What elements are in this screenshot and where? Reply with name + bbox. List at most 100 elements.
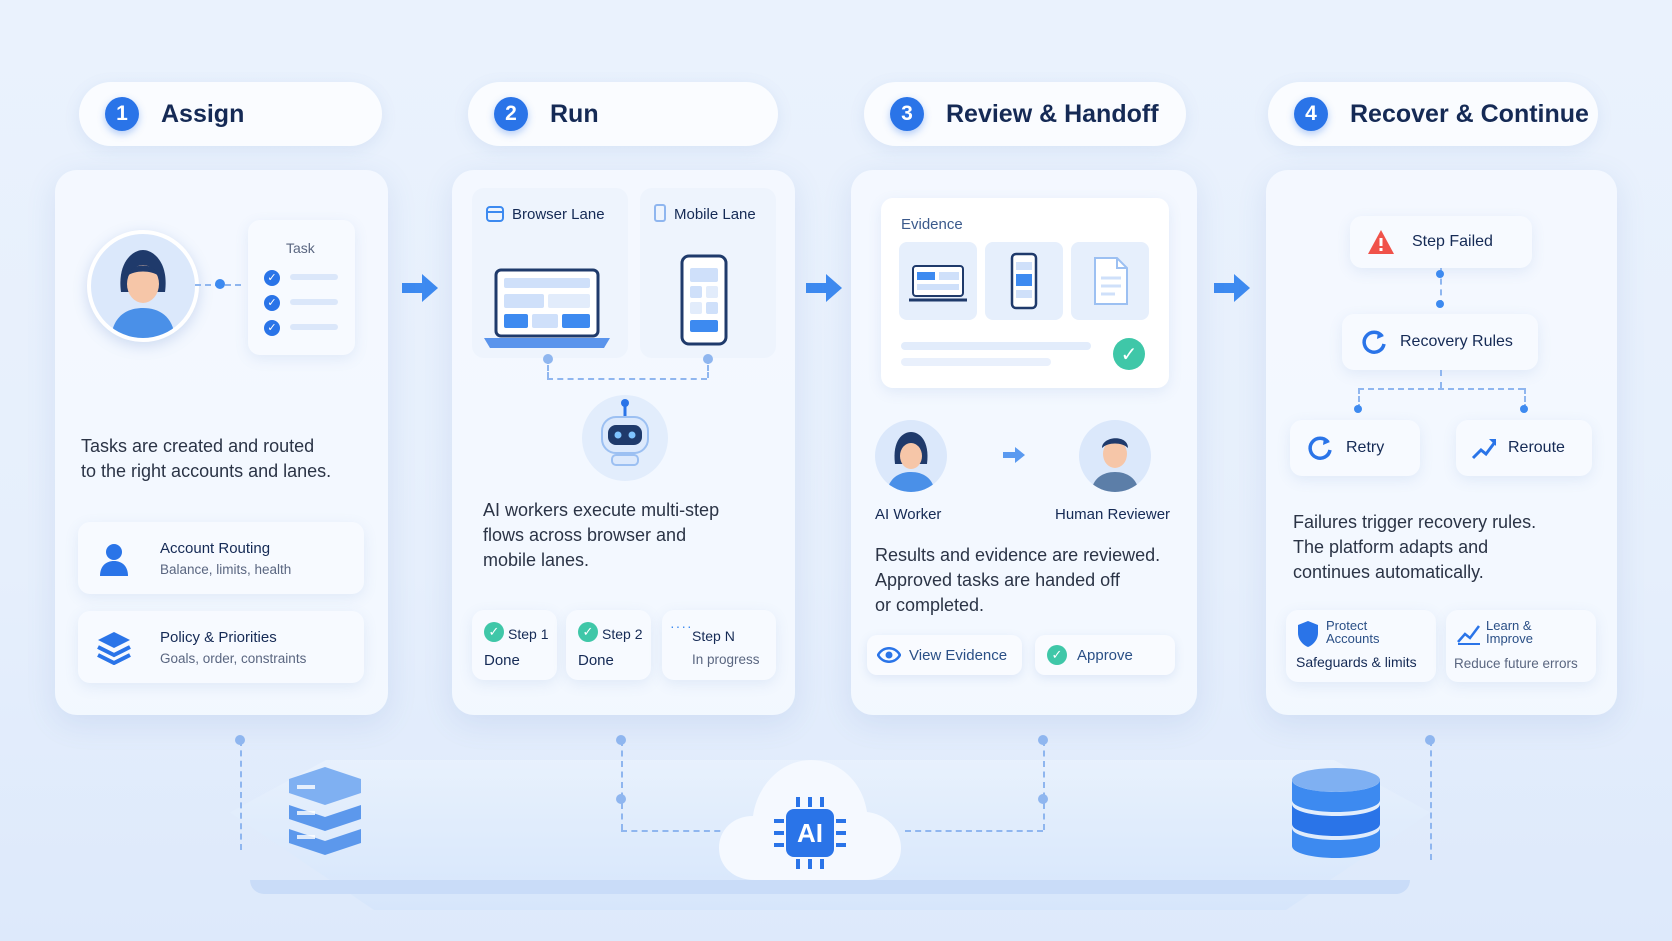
ai-worker-robot bbox=[582, 395, 668, 481]
laptop-icon bbox=[484, 268, 610, 348]
step-failed-card: Step Failed bbox=[1350, 216, 1532, 268]
evidence-title: Evidence bbox=[901, 216, 963, 233]
recovery-rules-label: Recovery Rules bbox=[1400, 333, 1513, 350]
mobile-connector-dot bbox=[703, 354, 713, 364]
learn-sub: Reduce future errors bbox=[1454, 656, 1578, 671]
retry-icon bbox=[1308, 436, 1332, 460]
panel3-mid-dot bbox=[1038, 794, 1048, 804]
reroute-icon bbox=[1471, 439, 1497, 460]
panel2-to-cloud-line bbox=[621, 830, 741, 832]
ai-worker-avatar bbox=[875, 420, 947, 492]
panel2-drop-line bbox=[621, 740, 623, 830]
approve-button[interactable]: ✓ Approve bbox=[1035, 635, 1175, 675]
browser-connector-dot bbox=[543, 354, 553, 364]
phone-small-icon bbox=[654, 204, 666, 222]
flow-arrow-1 bbox=[402, 274, 438, 302]
mobile-evidence-icon bbox=[1010, 252, 1038, 310]
step-failed-label: Step Failed bbox=[1412, 233, 1493, 250]
step-1-name: Step 1 bbox=[508, 626, 549, 642]
policy-sub: Goals, order, constraints bbox=[160, 651, 307, 666]
evidence-approved-check-icon: ✓ bbox=[1113, 338, 1145, 370]
retry-branch-dot bbox=[1354, 405, 1362, 413]
ai-chip-label: AI bbox=[786, 809, 834, 857]
warning-icon bbox=[1368, 230, 1394, 254]
database-icon bbox=[1292, 768, 1380, 858]
approve-label: Approve bbox=[1077, 646, 1133, 664]
step-title-assign: Assign bbox=[161, 99, 245, 128]
task-line-2 bbox=[290, 299, 338, 305]
step-1-status: Done bbox=[484, 652, 520, 669]
recovery-rules-card: Recovery Rules bbox=[1342, 314, 1538, 370]
evidence-thumb-mobile bbox=[985, 242, 1063, 320]
account-routing-title: Account Routing bbox=[160, 540, 271, 557]
task-check-3: ✓ bbox=[264, 318, 280, 336]
evidence-progress-line-2 bbox=[901, 358, 1051, 366]
ai-worker-label: AI Worker bbox=[875, 506, 942, 523]
evidence-thumb-document bbox=[1071, 242, 1149, 320]
run-step-n: ···· Step N In progress bbox=[662, 610, 776, 680]
task-line-3 bbox=[290, 324, 338, 330]
ai-chip: AI bbox=[772, 795, 848, 871]
ai-cloud: AI bbox=[715, 755, 905, 885]
trend-chart-icon bbox=[1457, 625, 1480, 645]
learn-title: Learn & Improve bbox=[1486, 618, 1533, 646]
run-description: AI workers execute multi-step flows acro… bbox=[483, 500, 720, 570]
user-avatar bbox=[87, 230, 199, 342]
failed-connector-dot-bottom bbox=[1436, 300, 1444, 308]
layers-icon bbox=[97, 632, 131, 665]
browser-window-icon bbox=[486, 206, 504, 222]
panel2-mid-dot bbox=[616, 794, 626, 804]
learn-improve-card: Learn & Improve Reduce future errors bbox=[1446, 610, 1596, 682]
reroute-card: Reroute bbox=[1456, 420, 1592, 476]
failed-connector-dot-top bbox=[1436, 270, 1444, 278]
retry-card: Retry bbox=[1290, 420, 1420, 476]
step-title-recover: Recover & Continue bbox=[1350, 99, 1589, 128]
account-routing-card: Account Routing Balance, limits, health bbox=[78, 522, 364, 594]
task-card: Task ✓ ✓ ✓ bbox=[248, 220, 355, 355]
review-panel: Evidence ✓ AI Worker Human Reviewer Resu… bbox=[851, 170, 1197, 715]
rules-down-connector bbox=[1440, 370, 1442, 388]
step-pill-review: 3 Review & Handoff bbox=[864, 82, 1186, 146]
step-number-4: 4 bbox=[1294, 97, 1328, 131]
run-panel: Browser Lane Mobile Lane bbox=[452, 170, 795, 715]
step-title-review: Review & Handoff bbox=[946, 99, 1159, 128]
panel1-drop-line bbox=[240, 740, 242, 850]
reroute-label: Reroute bbox=[1508, 439, 1565, 456]
document-icon bbox=[1094, 257, 1128, 305]
retry-label: Retry bbox=[1346, 439, 1385, 456]
panel4-drop-line bbox=[1430, 740, 1432, 860]
step-number-2: 2 bbox=[494, 97, 528, 131]
mobile-lane-card: Mobile Lane bbox=[640, 188, 776, 358]
run-step-2: ✓ Step 2 Done bbox=[566, 610, 651, 680]
progress-dots-icon: ···· bbox=[670, 618, 693, 634]
flow-arrow-3 bbox=[1214, 274, 1250, 302]
rules-branch-connector bbox=[1358, 388, 1524, 390]
refresh-icon bbox=[1362, 330, 1386, 354]
policy-card: Policy & Priorities Goals, order, constr… bbox=[78, 611, 364, 683]
recover-description: Failures trigger recovery rules. The pla… bbox=[1293, 512, 1537, 582]
run-step-1: ✓ Step 1 Done bbox=[472, 610, 557, 680]
step-title-run: Run bbox=[550, 99, 599, 128]
task-card-title: Task bbox=[286, 240, 315, 256]
evidence-progress-line-1 bbox=[901, 342, 1091, 350]
mobile-lane-label: Mobile Lane bbox=[674, 206, 756, 223]
protect-title: Protect Accounts bbox=[1326, 618, 1380, 646]
human-reviewer-label: Human Reviewer bbox=[1055, 506, 1171, 523]
retry-branch-connector bbox=[1358, 388, 1360, 410]
woman-icon bbox=[111, 250, 175, 338]
task-line-1 bbox=[290, 274, 338, 280]
step-pill-run: 2 Run bbox=[468, 82, 778, 146]
panel3-drop-line bbox=[1043, 740, 1045, 830]
assign-panel: Task ✓ ✓ ✓ Tasks are created and routed … bbox=[55, 170, 388, 715]
view-evidence-button[interactable]: View Evidence bbox=[867, 635, 1022, 675]
browser-evidence-icon bbox=[909, 265, 967, 302]
chip-pins-icon bbox=[774, 797, 846, 869]
avatar-connector-dot bbox=[215, 279, 225, 289]
flow-arrow-2 bbox=[806, 274, 842, 302]
policy-title: Policy & Priorities bbox=[160, 629, 277, 646]
evidence-card: Evidence ✓ bbox=[881, 198, 1169, 388]
step-pill-recover: 4 Recover & Continue bbox=[1268, 82, 1598, 146]
user-icon bbox=[100, 544, 128, 576]
evidence-thumb-browser bbox=[899, 242, 977, 320]
shield-icon bbox=[1298, 621, 1318, 647]
